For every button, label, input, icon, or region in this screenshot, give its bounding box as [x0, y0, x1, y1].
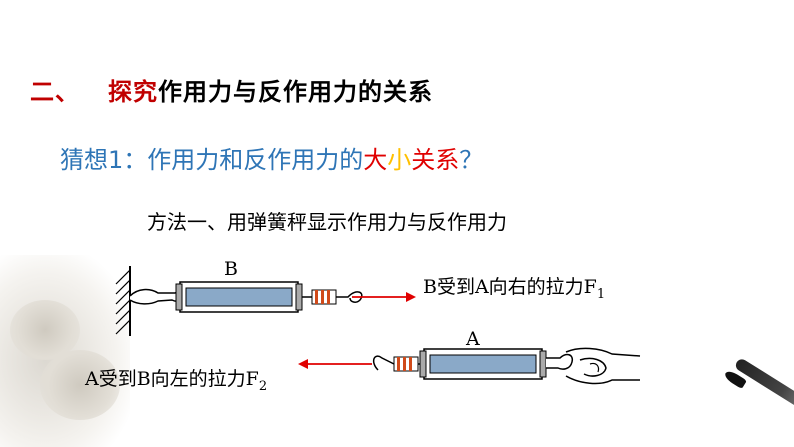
hypothesis-line: 猜想1：作用力和反作用力的大小关系？	[60, 140, 483, 175]
spring-scale-a	[372, 348, 574, 380]
hypothesis-prefix: 猜想1：作用力和反作用力的	[60, 146, 364, 174]
hypothesis-xiao: 小	[387, 146, 412, 174]
force-f2-text: A受到B向左的拉力F	[85, 368, 259, 390]
section-number: 二、	[30, 78, 80, 106]
decorative-petal	[10, 300, 80, 360]
force-f1-subscript: 1	[596, 286, 606, 302]
section-title-highlight: 探究	[108, 78, 158, 106]
section-title: 二、探究作用力与反作用力的关系	[30, 72, 433, 107]
force-f1-label: B受到A向右的拉力F1	[423, 272, 605, 302]
hypothesis-guanxi: 关系	[411, 146, 460, 174]
decorative-petal	[40, 350, 120, 420]
method-description: 方法一、用弹簧秤显示作用力与反作用力	[147, 210, 507, 234]
force-f2-label: A受到B向左的拉力F2	[85, 364, 267, 394]
section-title-rest: 作用力与反作用力的关系	[158, 78, 433, 106]
hand-icon	[565, 347, 641, 385]
force-f2-subscript: 2	[258, 378, 268, 394]
force-arrow-f1	[352, 292, 416, 302]
spring-scale-b	[175, 281, 363, 313]
scale-a-label: A	[466, 328, 480, 350]
force-arrow-f2	[298, 359, 372, 369]
wall-hook	[129, 288, 184, 305]
force-f1-text: B受到A向右的拉力F	[423, 276, 597, 298]
wall	[115, 266, 131, 336]
scale-b-label: B	[224, 258, 238, 280]
hypothesis-da: 大	[363, 146, 388, 174]
hypothesis-suffix: ？	[459, 146, 484, 174]
